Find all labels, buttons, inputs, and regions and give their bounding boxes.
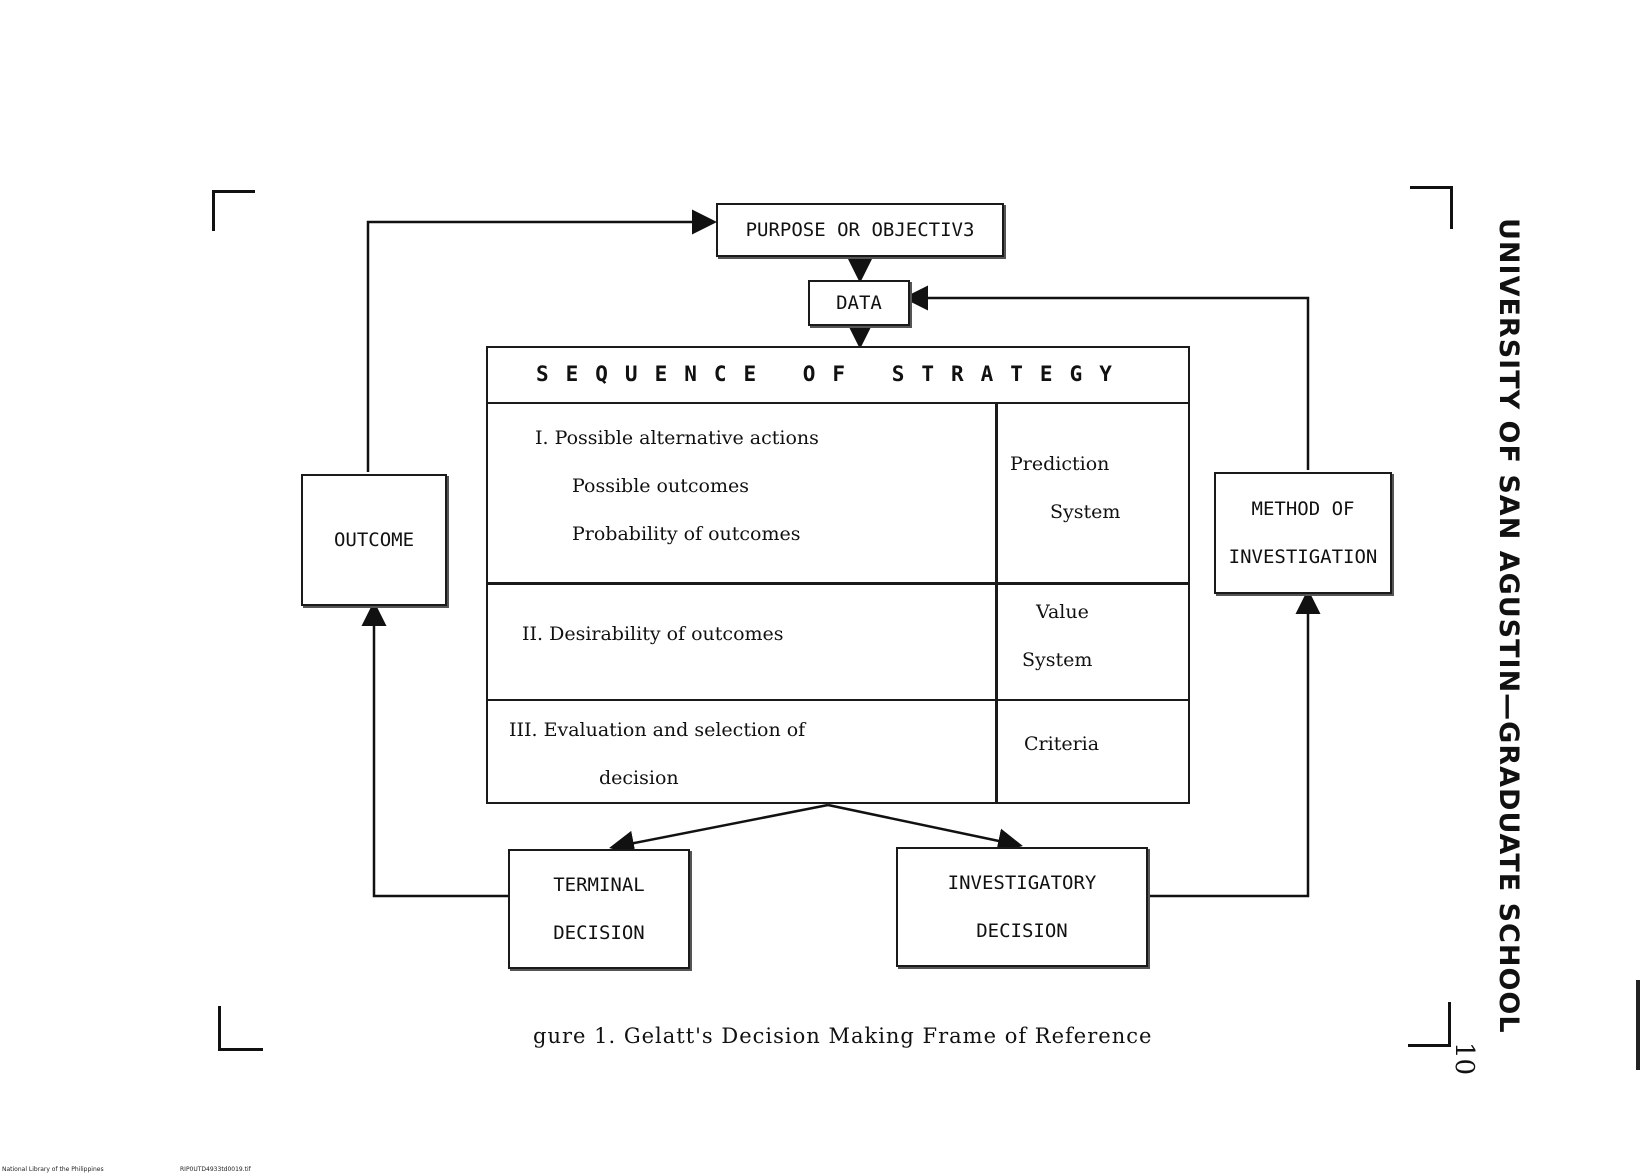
- row-text: Probability of outcomes: [572, 523, 801, 545]
- crop-mark-bottom-right: [1408, 1002, 1451, 1047]
- row-1-left: I. Possible alternative actions Possible…: [535, 414, 819, 558]
- investigatory-label: DECISION: [976, 920, 1068, 942]
- investigatory-decision-box: INVESTIGATORY DECISION: [896, 847, 1148, 967]
- row-text: III. Evaluation and selection of: [509, 719, 806, 741]
- row-text: I. Possible alternative actions: [535, 427, 819, 449]
- row-text: Criteria: [1024, 733, 1100, 755]
- row-1-right: Prediction System: [1010, 440, 1120, 536]
- data-label: DATA: [836, 292, 882, 314]
- divider: [488, 402, 1188, 404]
- data-box: DATA: [808, 280, 910, 326]
- figure-caption: gure 1. Gelatt's Decision Making Frame o…: [533, 1024, 1153, 1048]
- outcome-box: OUTCOME: [301, 474, 447, 606]
- row-text: Possible outcomes: [572, 475, 749, 497]
- method-label: METHOD OF: [1251, 498, 1355, 520]
- row-text: System: [1022, 649, 1093, 671]
- investigatory-to-method-arrow: [1148, 589, 1321, 898]
- row-3-left: III. Evaluation and selection of decisio…: [509, 706, 805, 802]
- page-number: 10: [1449, 1042, 1479, 1076]
- purpose-label: PURPOSE OR OBJECTIV3: [745, 219, 975, 241]
- strategy-to-investigatory-arrow: [827, 803, 1023, 854]
- method-box: METHOD OF INVESTIGATION: [1214, 472, 1392, 594]
- school-title: UNIVERSITY OF SAN AGUSTIN—GRADUATE SCHOO…: [1493, 218, 1524, 1034]
- terminal-to-outcome-arrow: [361, 601, 508, 898]
- divider: [488, 582, 1188, 585]
- crop-mark-top-right: [1410, 186, 1453, 229]
- strategy-table: SEQUENCE OF STRATEGY I. Possible alterna…: [486, 346, 1190, 804]
- row-text: Prediction: [1010, 453, 1110, 475]
- row-text: decision: [599, 767, 679, 789]
- terminal-label: TERMINAL: [553, 874, 645, 896]
- purpose-box: PURPOSE OR OBJECTIV3: [716, 203, 1004, 257]
- strategy-to-terminal-arrow: [609, 803, 829, 856]
- footer-source: National Library of the Philippines: [2, 1166, 104, 1173]
- footer-filename: RIP0UTD4933td0019.tif: [180, 1166, 251, 1173]
- crop-mark-top-left: [212, 190, 255, 231]
- crop-mark-bottom-left: [218, 1006, 263, 1051]
- terminal-decision-box: TERMINAL DECISION: [508, 849, 690, 969]
- scan-edge-shadow: [1636, 980, 1640, 1070]
- strategy-title: SEQUENCE OF STRATEGY: [536, 362, 1129, 386]
- investigatory-label: INVESTIGATORY: [947, 872, 1097, 894]
- row-2-right: Value System: [1022, 588, 1092, 684]
- divider: [995, 402, 998, 804]
- outcome-to-purpose-arrow: [366, 209, 717, 472]
- row-3-right: Criteria: [1024, 720, 1099, 768]
- terminal-label: DECISION: [553, 922, 645, 944]
- divider: [488, 699, 1188, 701]
- row-2-left: II. Desirability of outcomes: [522, 610, 784, 658]
- method-label: INVESTIGATION: [1228, 546, 1378, 568]
- row-text: System: [1050, 501, 1121, 523]
- method-to-data-arrow: [903, 285, 1310, 470]
- row-text: Value: [1036, 601, 1089, 623]
- outcome-label: OUTCOME: [333, 529, 415, 551]
- row-text: II. Desirability of outcomes: [522, 623, 784, 645]
